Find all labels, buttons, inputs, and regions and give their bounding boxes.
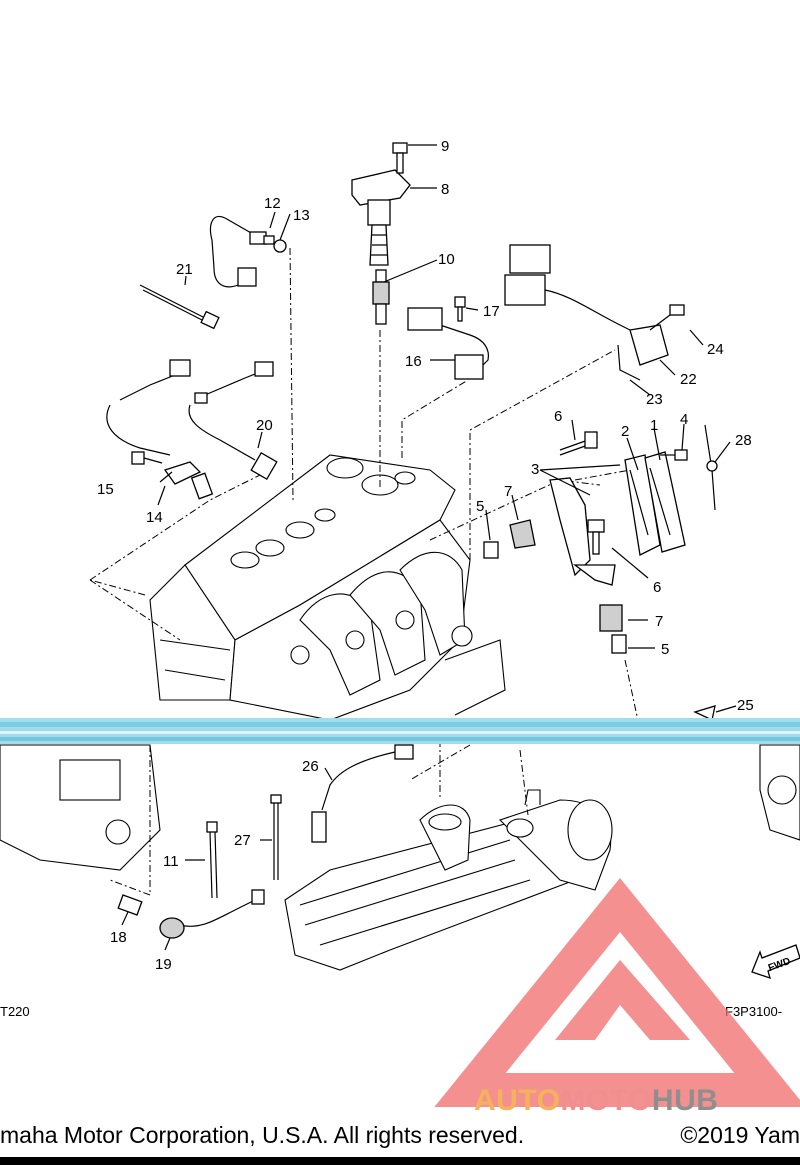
watermark-wordmark: AUTOMOTOHUB xyxy=(474,1084,718,1118)
callout-6a: 6 xyxy=(554,408,562,425)
sensor-19 xyxy=(159,889,265,939)
callout-23: 23 xyxy=(646,391,663,408)
callout-16: 16 xyxy=(405,353,422,370)
bolt-4 xyxy=(660,449,688,461)
callout-21: 21 xyxy=(176,261,193,278)
callout-5b: 5 xyxy=(661,641,669,658)
bracket xyxy=(549,477,616,586)
callout-3: 3 xyxy=(531,461,539,478)
collar-5a xyxy=(483,541,499,559)
cam-sensor xyxy=(106,359,214,500)
cable-tie-11 xyxy=(206,821,218,899)
clip-25 xyxy=(693,705,716,721)
ignition-coil xyxy=(351,169,411,266)
callout-11: 11 xyxy=(163,853,179,870)
callout-22: 22 xyxy=(680,371,697,388)
diagram-code-left: T220 xyxy=(0,1004,30,1019)
callout-12: 12 xyxy=(264,195,281,212)
callout-20: 20 xyxy=(256,417,273,434)
spark-plug xyxy=(372,269,390,325)
bolt-6b xyxy=(587,519,605,555)
callout-2: 2 xyxy=(621,423,629,440)
knock-sensor-wire xyxy=(188,361,278,481)
grommet-7a xyxy=(509,519,536,549)
engine-block xyxy=(0,454,800,871)
wire-harness xyxy=(504,244,685,381)
footer-copyright: maha Motor Corporation, U.S.A. All right… xyxy=(0,1122,525,1148)
callout-7a: 7 xyxy=(504,483,512,500)
watermark-auto: AUTO xyxy=(474,1084,561,1117)
callout-7b: 7 xyxy=(655,613,663,630)
footer-rule xyxy=(0,1157,800,1165)
callout-10: 10 xyxy=(438,251,455,268)
callout-18: 18 xyxy=(110,929,127,946)
plates xyxy=(624,451,686,556)
automotohub-logo xyxy=(434,878,800,1107)
reference-lines xyxy=(89,247,641,896)
callout-8: 8 xyxy=(441,181,449,198)
sensor-26 xyxy=(311,744,414,843)
temperature-sensor-harness xyxy=(209,216,275,288)
leader-lines xyxy=(121,144,737,951)
callout-17: 17 xyxy=(483,303,500,320)
cable-tie-27 xyxy=(270,794,282,880)
callout-14: 14 xyxy=(146,509,163,526)
bolt-6a xyxy=(559,431,598,456)
collar-5b xyxy=(611,634,627,654)
diagram-code-right: F3P3100- xyxy=(725,1004,782,1019)
callout-4: 4 xyxy=(680,411,688,428)
callout-26: 26 xyxy=(302,758,319,775)
long-bolt xyxy=(139,284,220,330)
scan-glitch-band xyxy=(0,718,800,744)
watermark-moto: MOTO xyxy=(560,1084,652,1117)
callout-19: 19 xyxy=(155,956,172,973)
callout-13: 13 xyxy=(293,207,310,224)
pipe-assembly xyxy=(284,789,613,971)
callout-1: 1 xyxy=(650,417,658,434)
watermark-hub: HUB xyxy=(651,1084,719,1117)
callout-27: 27 xyxy=(234,832,251,849)
clip-28 xyxy=(704,424,718,511)
fwd-arrow: FWD xyxy=(751,944,800,980)
footer-year: ©2019 Yam xyxy=(680,1122,800,1148)
pressure-sensor xyxy=(407,296,490,380)
switch-18 xyxy=(117,894,143,916)
callout-28: 28 xyxy=(735,432,752,449)
gasket-13 xyxy=(273,239,287,253)
callout-24: 24 xyxy=(707,341,724,358)
callout-25: 25 xyxy=(737,697,754,714)
callout-15: 15 xyxy=(97,481,114,498)
callout-9: 9 xyxy=(441,138,449,155)
coil-bolt xyxy=(392,142,408,174)
grommet-7b xyxy=(599,604,623,632)
callout-5a: 5 xyxy=(476,498,484,515)
callout-labels: 1 2 3 4 5 5 6 6 7 7 8 9 10 11 12 13 14 1… xyxy=(97,138,754,973)
callout-6b: 6 xyxy=(653,579,661,596)
